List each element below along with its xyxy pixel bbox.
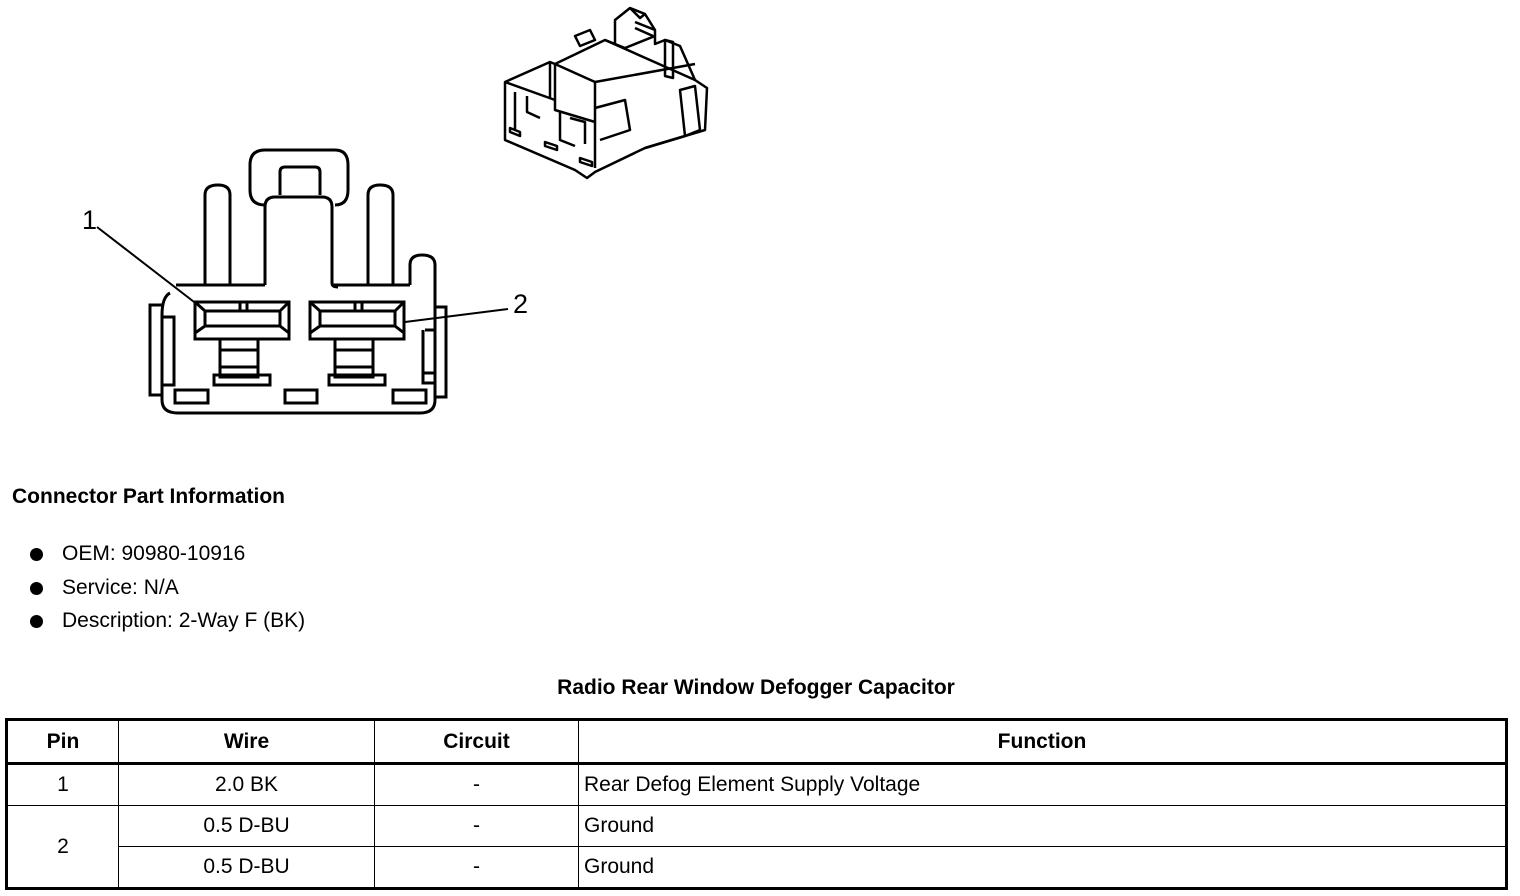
bullet-icon <box>30 548 43 561</box>
callout-leaders <box>96 226 509 323</box>
connector-info-description: Description: 2-Way F (BK) <box>28 604 305 638</box>
header-wire: Wire <box>118 719 375 765</box>
callout-1-label: 1 <box>82 205 98 235</box>
table-row: 2 0.5 D-BU - Ground <box>6 805 1507 889</box>
pin-table-title: Radio Rear Window Defogger Capacitor <box>557 676 955 699</box>
cell-function: Rear Defog Element Supply Voltage <box>578 763 1507 806</box>
cell-pin: 1 <box>6 763 119 806</box>
cell-function: Ground <box>578 805 1507 847</box>
header-circuit: Circuit <box>374 719 579 765</box>
connector-info-list: OEM: 90980-10916 Service: N/A Descriptio… <box>28 537 305 638</box>
cell-circuit: - <box>374 763 579 806</box>
bullet-icon <box>30 615 43 628</box>
callout-1-leader <box>96 226 199 306</box>
bullet-icon <box>30 581 43 595</box>
table-row: 0.5 D-BU - Ground <box>7 846 1507 889</box>
connector-info-title: Connector Part Information <box>12 485 286 508</box>
cell-circuit: - <box>374 805 579 847</box>
cell-circuit: - <box>374 846 579 889</box>
header-function: Function <box>578 719 1507 765</box>
table-row: 1 2.0 BK - Rear Defog Element Supply Vol… <box>6 763 1507 806</box>
header-pin: Pin <box>6 719 119 765</box>
cell-wire: 0.5 D-BU <box>118 846 375 889</box>
connector-isometric-illustration <box>503 6 709 180</box>
connector-face-illustration <box>148 148 448 415</box>
connector-info-oem: OEM: 90980-10916 <box>28 537 305 571</box>
callout-2-label: 2 <box>513 289 529 319</box>
cell-pin: 2 <box>6 805 119 889</box>
cell-wire: 2.0 BK <box>118 763 375 806</box>
callout-2-leader <box>404 308 509 323</box>
connector-info-service: Service: N/A <box>28 571 305 605</box>
cell-function: Ground <box>578 846 1507 889</box>
pin-table: Pin Wire Circuit Function 1 2.0 BK - Rea… <box>5 718 1508 890</box>
cell-wire: 0.5 D-BU <box>118 805 375 847</box>
table-header-row: Pin Wire Circuit Function <box>6 719 1507 765</box>
